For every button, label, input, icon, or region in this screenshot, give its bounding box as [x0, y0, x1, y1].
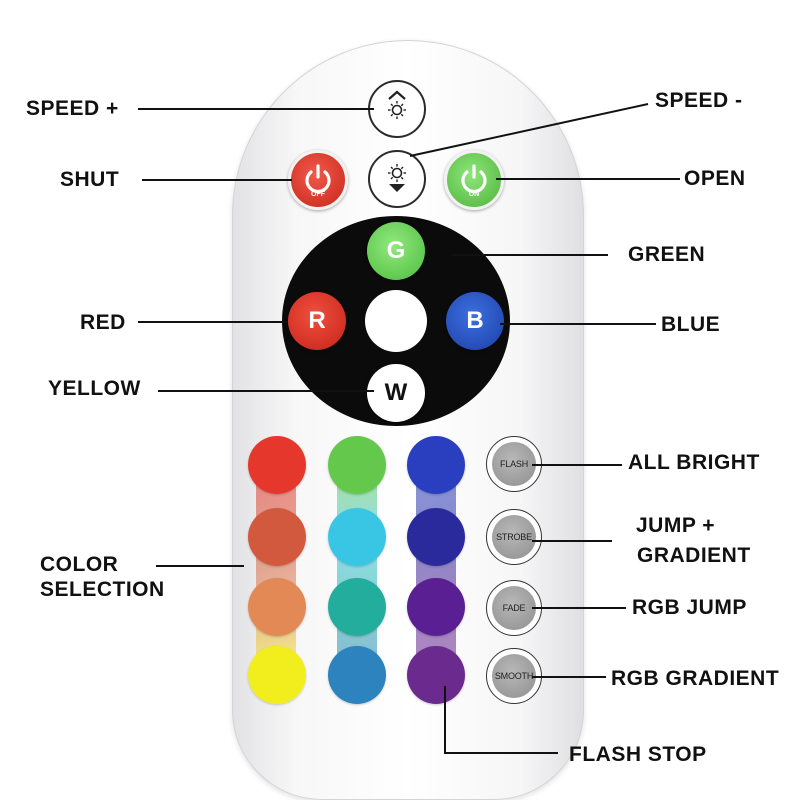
blue-leader: [500, 323, 656, 325]
red-button[interactable]: R: [288, 292, 346, 350]
flash-stop-leader-vertical: [444, 686, 446, 754]
open-label: OPEN: [684, 167, 746, 190]
all-bright-label: ALL BRIGHT: [628, 451, 760, 474]
white-button[interactable]: W: [367, 364, 425, 422]
color-button[interactable]: [248, 578, 306, 636]
blue-label: BLUE: [661, 313, 721, 336]
flash-stop-label: FLASH STOP: [569, 743, 707, 766]
shut-label: SHUT: [60, 168, 120, 191]
blue-button[interactable]: B: [446, 292, 504, 350]
green-label: GREEN: [628, 243, 706, 266]
power-icon: [456, 162, 492, 203]
speed-plus-leader: [138, 108, 374, 110]
power-icon: [300, 162, 336, 203]
yellow-label: YELLOW: [48, 377, 141, 400]
color-selection-leader: [156, 565, 244, 567]
jump-gradient-label-line2: GRADIENT: [637, 544, 751, 567]
center-button[interactable]: [365, 290, 427, 352]
color-button[interactable]: [328, 508, 386, 566]
open-leader: [496, 178, 680, 180]
speed-minus-label: SPEED -: [655, 89, 743, 112]
color-button[interactable]: [248, 436, 306, 494]
strobe-button[interactable]: STROBE: [486, 509, 542, 565]
flash-label: FLASH: [492, 442, 536, 486]
color-button[interactable]: [328, 436, 386, 494]
rgb-jump-leader: [532, 607, 626, 609]
flash-button[interactable]: FLASH: [486, 436, 542, 492]
jump-gradient-label-line1: JUMP +: [636, 514, 716, 537]
off-label: OFF: [311, 191, 325, 198]
color-column-connector: [337, 470, 377, 670]
red-label: RED: [80, 311, 126, 334]
red-leader: [138, 321, 288, 323]
yellow-leader: [158, 390, 374, 392]
speed-plus-label: SPEED +: [26, 97, 119, 120]
color-selection-label-line2: SELECTION: [40, 578, 165, 601]
shut-leader: [142, 179, 292, 181]
green-button[interactable]: G: [367, 222, 425, 280]
color-button[interactable]: [248, 646, 306, 704]
color-button[interactable]: [248, 508, 306, 566]
color-selection-label-line1: COLOR: [40, 553, 119, 576]
color-column-connector: [416, 470, 456, 670]
green-leader: [452, 254, 608, 256]
color-button[interactable]: [407, 646, 465, 704]
smooth-label: SMOOTH: [492, 654, 536, 698]
all-bright-leader: [532, 464, 622, 466]
speed-up-button[interactable]: [368, 80, 426, 138]
brightness-down-icon: [377, 157, 417, 202]
rgb-gradient-leader: [532, 676, 606, 678]
color-button[interactable]: [328, 578, 386, 636]
rgb-jump-label: RGB JUMP: [632, 596, 747, 619]
rgb-gradient-label: RGB GRADIENT: [611, 667, 780, 690]
on-button[interactable]: ON: [444, 150, 504, 210]
color-button[interactable]: [407, 508, 465, 566]
speed-down-button[interactable]: [368, 150, 426, 208]
color-button[interactable]: [328, 646, 386, 704]
brightness-up-icon: [377, 87, 417, 132]
flash-stop-leader-horizontal: [444, 752, 558, 754]
on-label: ON: [468, 191, 480, 198]
color-button[interactable]: [407, 436, 465, 494]
jump-gradient-leader: [532, 540, 612, 542]
strobe-label: STROBE: [492, 515, 536, 559]
color-button[interactable]: [407, 578, 465, 636]
fade-label: FADE: [492, 586, 536, 630]
color-column-connector: [256, 470, 296, 670]
